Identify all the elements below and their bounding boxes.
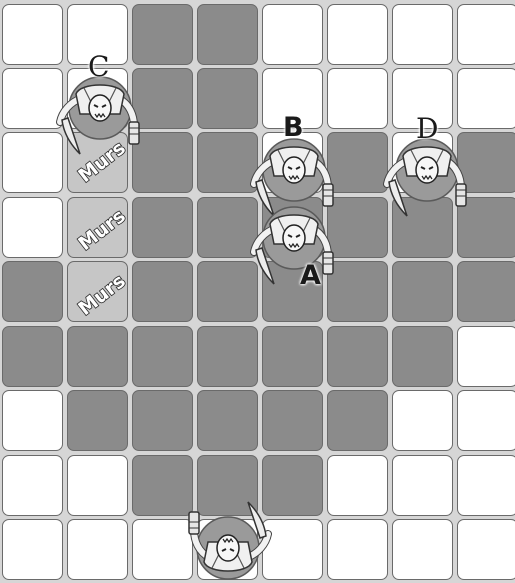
orc-token-c[interactable]	[60, 77, 139, 154]
token-label-c: C	[88, 50, 109, 83]
token-label-b: B	[283, 112, 304, 143]
orc-token-a[interactable]	[254, 207, 333, 284]
player-token[interactable]	[189, 502, 268, 579]
token-label-d: D	[416, 112, 438, 145]
orc-token-b[interactable]	[254, 139, 333, 216]
orc-token-d[interactable]	[387, 139, 466, 216]
token-label-a: A	[300, 260, 321, 291]
